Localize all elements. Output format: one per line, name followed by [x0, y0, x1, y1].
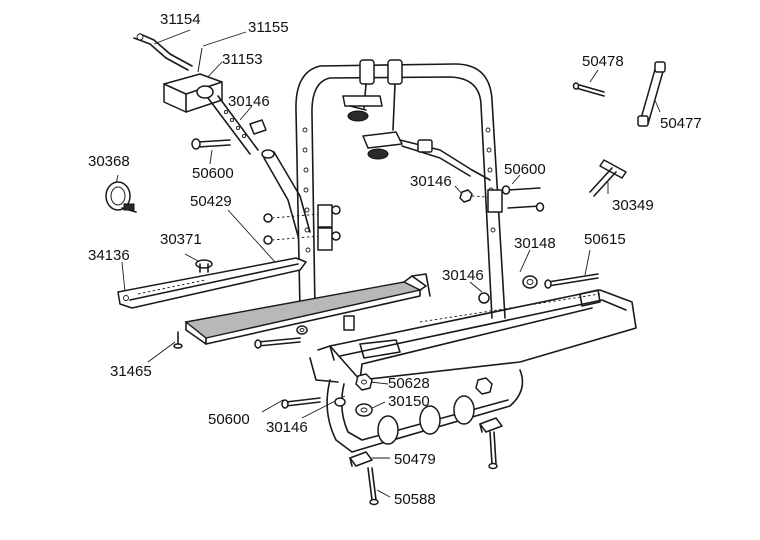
part-label-50615[interactable]: 50615	[584, 231, 626, 248]
side-arm-tube	[261, 149, 311, 237]
bottom-crossbar	[309, 345, 524, 453]
cover-strip-50429	[184, 273, 431, 345]
part-label-31153[interactable]: 31153	[222, 51, 263, 68]
pin-31465	[173, 331, 183, 349]
right-hardware	[478, 273, 599, 304]
arm-clamp-assembly	[133, 33, 267, 155]
part-label-30148[interactable]: 30148	[514, 235, 556, 252]
part-label-30146[interactable]: 30146	[228, 93, 270, 110]
pin-50478	[572, 82, 605, 97]
strap-ring-30368	[105, 181, 137, 213]
part-label-50600[interactable]: 50600	[208, 411, 250, 428]
bolt-50600-upper	[191, 138, 231, 150]
part-label-50600[interactable]: 50600	[192, 165, 234, 182]
top-frame-clamps	[342, 59, 491, 181]
guide-rail-34136	[117, 257, 307, 309]
part-label-31155[interactable]: 31155	[248, 19, 289, 36]
nut-washer-50628-30150	[355, 373, 493, 417]
part-label-30146[interactable]: 30146	[442, 267, 484, 284]
part-label-50479[interactable]: 50479	[394, 451, 436, 468]
part-label-30146[interactable]: 30146	[266, 419, 308, 436]
part-label-31154[interactable]: 31154	[160, 11, 201, 28]
knob-30371	[195, 259, 213, 273]
frame-bolts-right	[459, 185, 545, 213]
bar-50477	[637, 61, 666, 127]
part-label-30349[interactable]: 30349	[612, 197, 654, 214]
part-label-30371[interactable]: 30371	[160, 231, 202, 248]
part-label-50588[interactable]: 50588	[394, 491, 436, 508]
lower-bolts	[281, 397, 346, 409]
part-label-50478[interactable]: 50478	[582, 53, 624, 70]
part-label-50477[interactable]: 50477	[660, 115, 702, 132]
washers-mid	[254, 315, 355, 349]
part-label-50429[interactable]: 50429	[190, 193, 232, 210]
part-label-30146[interactable]: 30146	[410, 173, 452, 190]
frame-bolts-left	[263, 204, 341, 251]
bracket-50479	[349, 417, 503, 467]
part-label-34136[interactable]: 34136	[88, 247, 130, 264]
part-label-31465[interactable]: 31465	[110, 363, 152, 380]
part-label-30150[interactable]: 30150	[388, 393, 430, 410]
long-bolt-50588	[367, 431, 498, 506]
t-handle-30349	[589, 159, 627, 197]
part-label-50628[interactable]: 50628	[388, 375, 430, 392]
part-label-50600[interactable]: 50600	[504, 161, 546, 178]
part-label-30368[interactable]: 30368	[88, 153, 130, 170]
